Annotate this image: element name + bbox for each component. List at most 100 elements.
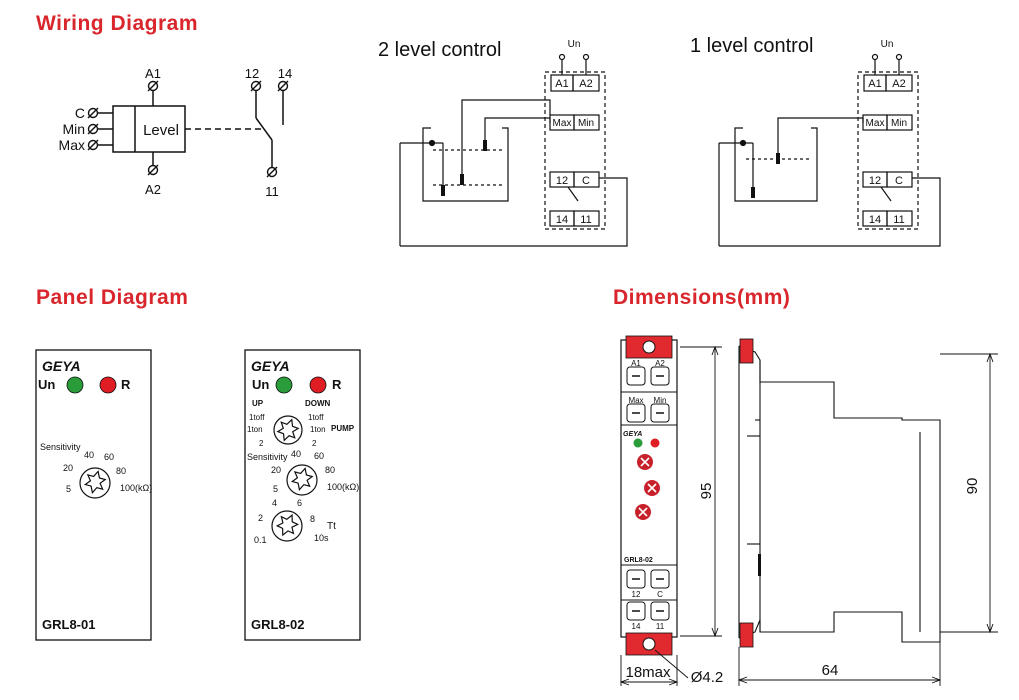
terminal-11-screw-icon xyxy=(266,166,278,178)
panel2-sensitivity-knob[interactable] xyxy=(286,464,318,496)
panel1-sensitivity-knob[interactable] xyxy=(79,467,111,499)
panel2-sens-tick-20: 20 xyxy=(271,465,281,475)
front-model-label: GRL8-02 xyxy=(624,557,653,564)
height-95-label: 95 xyxy=(698,483,715,500)
terminal-14-screw-icon xyxy=(277,80,289,92)
panel2-un-label: Un xyxy=(252,377,269,392)
two-level-a2-label: A2 xyxy=(579,78,592,90)
hole-diameter-label: Ø4.2 xyxy=(691,669,724,686)
front-green-led-icon xyxy=(633,438,643,448)
front-c-label: C xyxy=(657,590,663,599)
front-sensitivity-knob[interactable] xyxy=(644,480,660,496)
two-level-11-label: 11 xyxy=(580,214,591,226)
panel2-t-tick-2: 2 xyxy=(258,513,263,523)
wiring-12-label: 12 xyxy=(245,66,259,81)
top-mounting-hole-icon xyxy=(642,340,656,354)
panel2-t-tick-0-1: 0.1 xyxy=(254,535,267,545)
panel1-green-led-icon xyxy=(66,376,84,394)
panel1-r-label: R xyxy=(121,377,131,392)
wiring-a2-label: A2 xyxy=(145,182,161,197)
two-level-un-label: Un xyxy=(568,39,581,50)
terminal-c-screw-icon xyxy=(87,107,99,119)
panel2-tt-label: Tt xyxy=(327,521,336,532)
panel2-r-label: R xyxy=(332,377,342,392)
front-11-label: 11 xyxy=(656,622,665,631)
terminal-12-screw-icon xyxy=(250,80,262,92)
front-mode-knob[interactable] xyxy=(637,454,653,470)
wiring-a1-label: A1 xyxy=(145,66,161,81)
two-level-min-label: Min xyxy=(578,118,594,129)
two-level-control-diagram xyxy=(399,53,628,247)
front-a1-label: A1 xyxy=(631,359,641,368)
two-level-c-label: C xyxy=(582,175,590,187)
two-level-12-label: 12 xyxy=(556,175,568,187)
two-level-a1-label: A1 xyxy=(555,78,568,90)
one-level-un-label: Un xyxy=(881,39,894,50)
panel1-tick-80: 80 xyxy=(116,466,126,476)
panel2-t-tick-6: 6 xyxy=(297,498,302,508)
side-view xyxy=(738,345,941,643)
terminal-a2-screw-icon xyxy=(147,164,159,176)
panel1-tick-20: 20 xyxy=(63,463,73,473)
wiring-schematic xyxy=(96,88,284,168)
panel2-sens-tick-80: 80 xyxy=(325,465,335,475)
two-level-probe-max xyxy=(483,140,487,151)
front-max-label: Max xyxy=(628,396,643,405)
wiring-diagram-title: Wiring Diagram xyxy=(36,12,198,35)
dimensions-title: Dimensions(mm) xyxy=(613,286,791,309)
panel2-right-1ton: 1ton xyxy=(310,425,326,434)
bottom-mounting-hole-icon xyxy=(642,637,656,651)
terminal-a1-screw-icon xyxy=(147,80,159,92)
one-level-min-label: Min xyxy=(891,118,907,129)
panel1-sensitivity-label: Sensitivity xyxy=(40,442,81,452)
wiring-11-label: 11 xyxy=(265,184,279,199)
one-level-a2-label: A2 xyxy=(892,78,905,90)
panel2-sens-tick-60: 60 xyxy=(314,451,324,461)
panel2-pump-label: PUMP xyxy=(331,424,355,433)
dimension-lines-side xyxy=(737,352,998,686)
one-level-a1-label: A1 xyxy=(868,78,881,90)
two-level-control-title: 2 level control xyxy=(378,39,501,61)
front-14-label: 14 xyxy=(632,622,641,631)
panel2-brand-logo: GEYA xyxy=(251,358,290,374)
one-level-14-label: 14 xyxy=(869,214,881,226)
two-level-probe-min xyxy=(460,174,464,185)
front-time-knob[interactable] xyxy=(635,504,651,520)
panel2-sens-tick-40: 40 xyxy=(291,449,301,459)
two-level-max-label: Max xyxy=(553,118,572,129)
panel2-model-label: GRL8-02 xyxy=(251,617,304,632)
front-red-led-icon xyxy=(650,438,660,448)
height-90-label: 90 xyxy=(964,478,981,495)
front-brand-logo: GEYA xyxy=(623,431,642,438)
panel2-mode-knob[interactable] xyxy=(273,415,303,445)
panel2-sensitivity-label: Sensitivity xyxy=(247,452,288,462)
panel2-sens-tick-5: 5 xyxy=(273,484,278,494)
panel2-time-knob[interactable] xyxy=(271,510,303,542)
panel2-down-label: DOWN xyxy=(305,399,331,408)
side-latch xyxy=(758,554,761,576)
panel2-red-led-icon xyxy=(309,376,327,394)
wiring-min-label: Min xyxy=(62,121,85,137)
panel2-right-2: 2 xyxy=(312,439,317,448)
two-level-14-label: 14 xyxy=(556,214,568,226)
one-level-c-label: C xyxy=(895,175,903,187)
panel2-left-2: 2 xyxy=(259,439,264,448)
wiring-14-label: 14 xyxy=(278,66,292,81)
panel1-red-led-icon xyxy=(99,376,117,394)
one-level-probe-c xyxy=(751,187,755,198)
wiring-max-label: Max xyxy=(59,137,85,153)
front-min-label: Min xyxy=(654,396,667,405)
front-view xyxy=(620,335,678,656)
panel1-tick-5: 5 xyxy=(66,484,71,494)
panel2-left-1toff: 1toff xyxy=(249,413,265,422)
width-18max-label: 18max xyxy=(625,664,671,681)
side-top-clip xyxy=(739,338,754,364)
depth-64-label: 64 xyxy=(822,662,839,679)
side-bottom-clip xyxy=(739,622,754,648)
panel2-right-1toff: 1toff xyxy=(308,413,324,422)
one-level-12-label: 12 xyxy=(869,175,881,187)
one-level-probe-max xyxy=(776,153,780,164)
one-level-control-diagram xyxy=(718,53,941,247)
terminal-max-screw-icon xyxy=(87,139,99,151)
front-12-label: 12 xyxy=(632,590,641,599)
